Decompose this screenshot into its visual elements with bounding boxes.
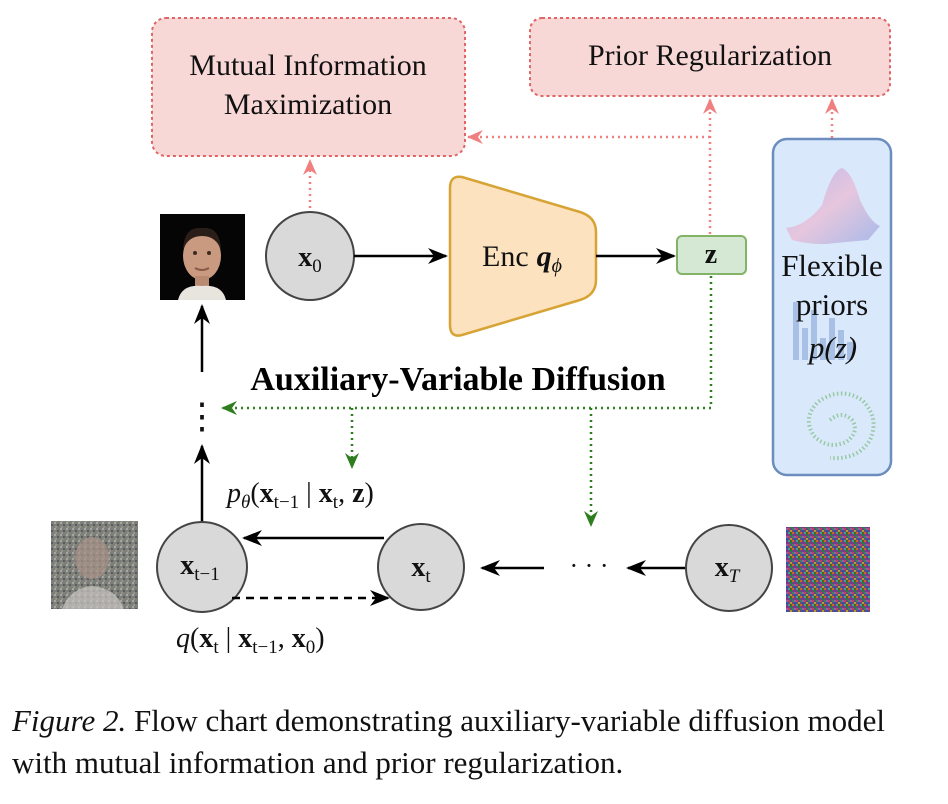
- latent-z-box: [676, 235, 747, 275]
- figure-caption: Figure 2. Flow chart demonstrating auxil…: [12, 700, 942, 784]
- node-xT: [685, 524, 773, 612]
- node-xt-minus-1-label: xt−1: [180, 550, 220, 585]
- mutual-information-label-1: Mutual Information: [189, 49, 426, 82]
- flexible-label: Flexible: [781, 248, 883, 283]
- gaussian-surface-icon: [786, 168, 880, 244]
- figure-number: Figure 2.: [12, 703, 127, 738]
- latent-z-label: z: [705, 239, 717, 270]
- clean-face-image: [160, 214, 245, 300]
- pz-label: p(z): [807, 330, 857, 365]
- node-x0-label: x0: [298, 242, 322, 277]
- caption-text: Flow chart demonstrating auxiliary-varia…: [12, 703, 885, 780]
- node-xt-label: xt: [411, 552, 431, 587]
- node-xt-minus-1: [156, 521, 248, 613]
- encoder-trapezoid: [448, 175, 598, 337]
- p-theta-label: pθ(xt−1 | xt, z): [225, 478, 374, 513]
- mutual-information-label-2: Maximization: [224, 88, 392, 121]
- priors-label: priors: [796, 287, 868, 322]
- prior-regularization-box: [529, 17, 891, 97]
- histogram-icon: [793, 302, 853, 360]
- vertical-ellipsis: ⋮: [184, 396, 220, 436]
- pure-noise-image: [786, 527, 870, 612]
- node-xt: [377, 523, 465, 611]
- prior-regularization-label: Prior Regularization: [588, 39, 832, 72]
- mutual-information-box: [151, 17, 466, 157]
- node-xT-label: xT: [715, 552, 741, 587]
- q-forward-label: q(xt | xt−1, x0): [176, 623, 325, 658]
- chain-ellipsis: · · ·: [570, 551, 609, 580]
- aux-diffusion-title: Auxiliary-Variable Diffusion: [250, 361, 665, 398]
